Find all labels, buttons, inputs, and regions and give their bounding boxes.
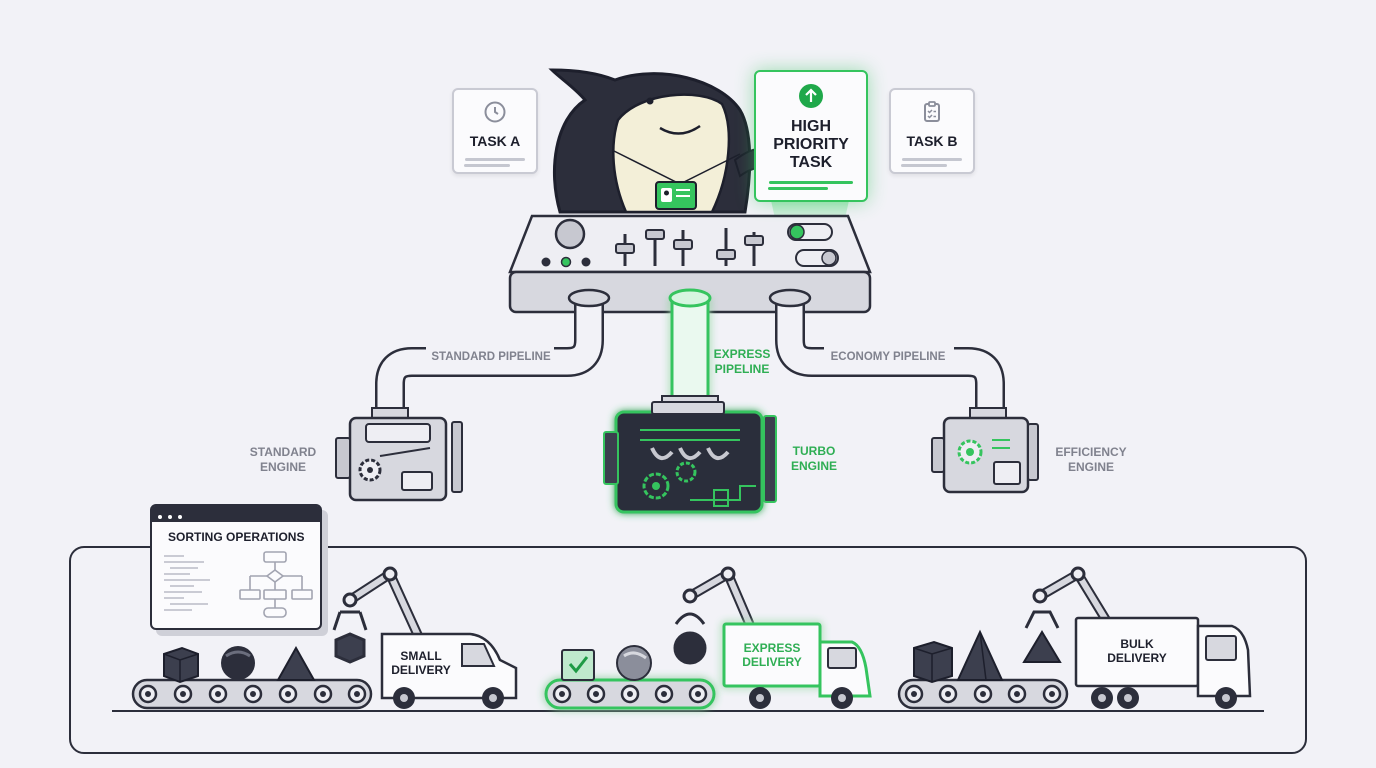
standard-engine (335, 416, 463, 502)
task-a-label: TASK A (469, 133, 521, 149)
economy-pipeline-label: ECONOMY PIPELINE (831, 351, 946, 363)
turbo-engine-label-line1: TURBO (793, 444, 836, 458)
high-priority-task-card: HIGH PRIORITY TASK (754, 70, 868, 202)
check-icon (561, 649, 595, 681)
task-b-label: TASK B (906, 133, 958, 149)
standard-pipeline-label: STANDARD PIPELINE (431, 351, 551, 363)
bulk-conveyor (897, 678, 1069, 710)
express-pipeline-label-line1: EXPRESS (714, 347, 771, 361)
flowchart-illustration (164, 551, 313, 618)
small-delivery-label-line2: DELIVERY (391, 663, 451, 677)
robot-arm-small (332, 566, 425, 664)
efficiency-engine-label-line2: ENGINE (1068, 460, 1114, 474)
task-b-card: TASK B (889, 88, 975, 174)
operations-panel (69, 546, 1307, 754)
efficiency-engine-label-line1: EFFICIENCY (1055, 445, 1126, 459)
clock-icon (484, 101, 506, 123)
small-delivery-van (380, 632, 518, 709)
bulk-delivery-label-line2: DELIVERY (1107, 651, 1167, 665)
clipboard-icon (924, 101, 940, 122)
standard-conveyor (131, 678, 373, 710)
arrow-up-icon (799, 84, 823, 108)
express-delivery-label-line1: EXPRESS (744, 641, 801, 655)
standard-engine-label-line1: STANDARD (250, 445, 317, 459)
efficiency-engine (931, 416, 1039, 494)
sorting-operations-window: SORTING OPERATIONS (150, 504, 322, 630)
high-priority-task-label: HIGH PRIORITY TASK (773, 118, 849, 171)
standard-items (163, 645, 316, 684)
express-delivery-label-line2: DELIVERY (742, 655, 802, 669)
small-delivery-label-line1: SMALL (400, 649, 441, 663)
id-badge-icon (655, 181, 697, 210)
express-conveyor (544, 678, 716, 710)
express-items (616, 645, 652, 681)
bulk-delivery-label-line1: BULK (1120, 637, 1154, 651)
turbo-engine-label-line2: ENGINE (791, 459, 837, 473)
sorting-operations-title: SORTING OPERATIONS (168, 530, 305, 544)
bulk-delivery-truck (1074, 616, 1252, 709)
bulk-items (913, 629, 1062, 684)
express-pipeline-label-line2: PIPELINE (715, 362, 770, 376)
shark-mascot (548, 68, 772, 214)
express-delivery-truck (722, 622, 872, 709)
turbo-engine (603, 401, 777, 514)
standard-engine-label-line2: ENGINE (260, 460, 306, 474)
window-titlebar (152, 506, 320, 522)
task-a-card: TASK A (452, 88, 538, 174)
robot-arm-express (673, 566, 757, 665)
robot-arm-bulk (1024, 566, 1111, 629)
